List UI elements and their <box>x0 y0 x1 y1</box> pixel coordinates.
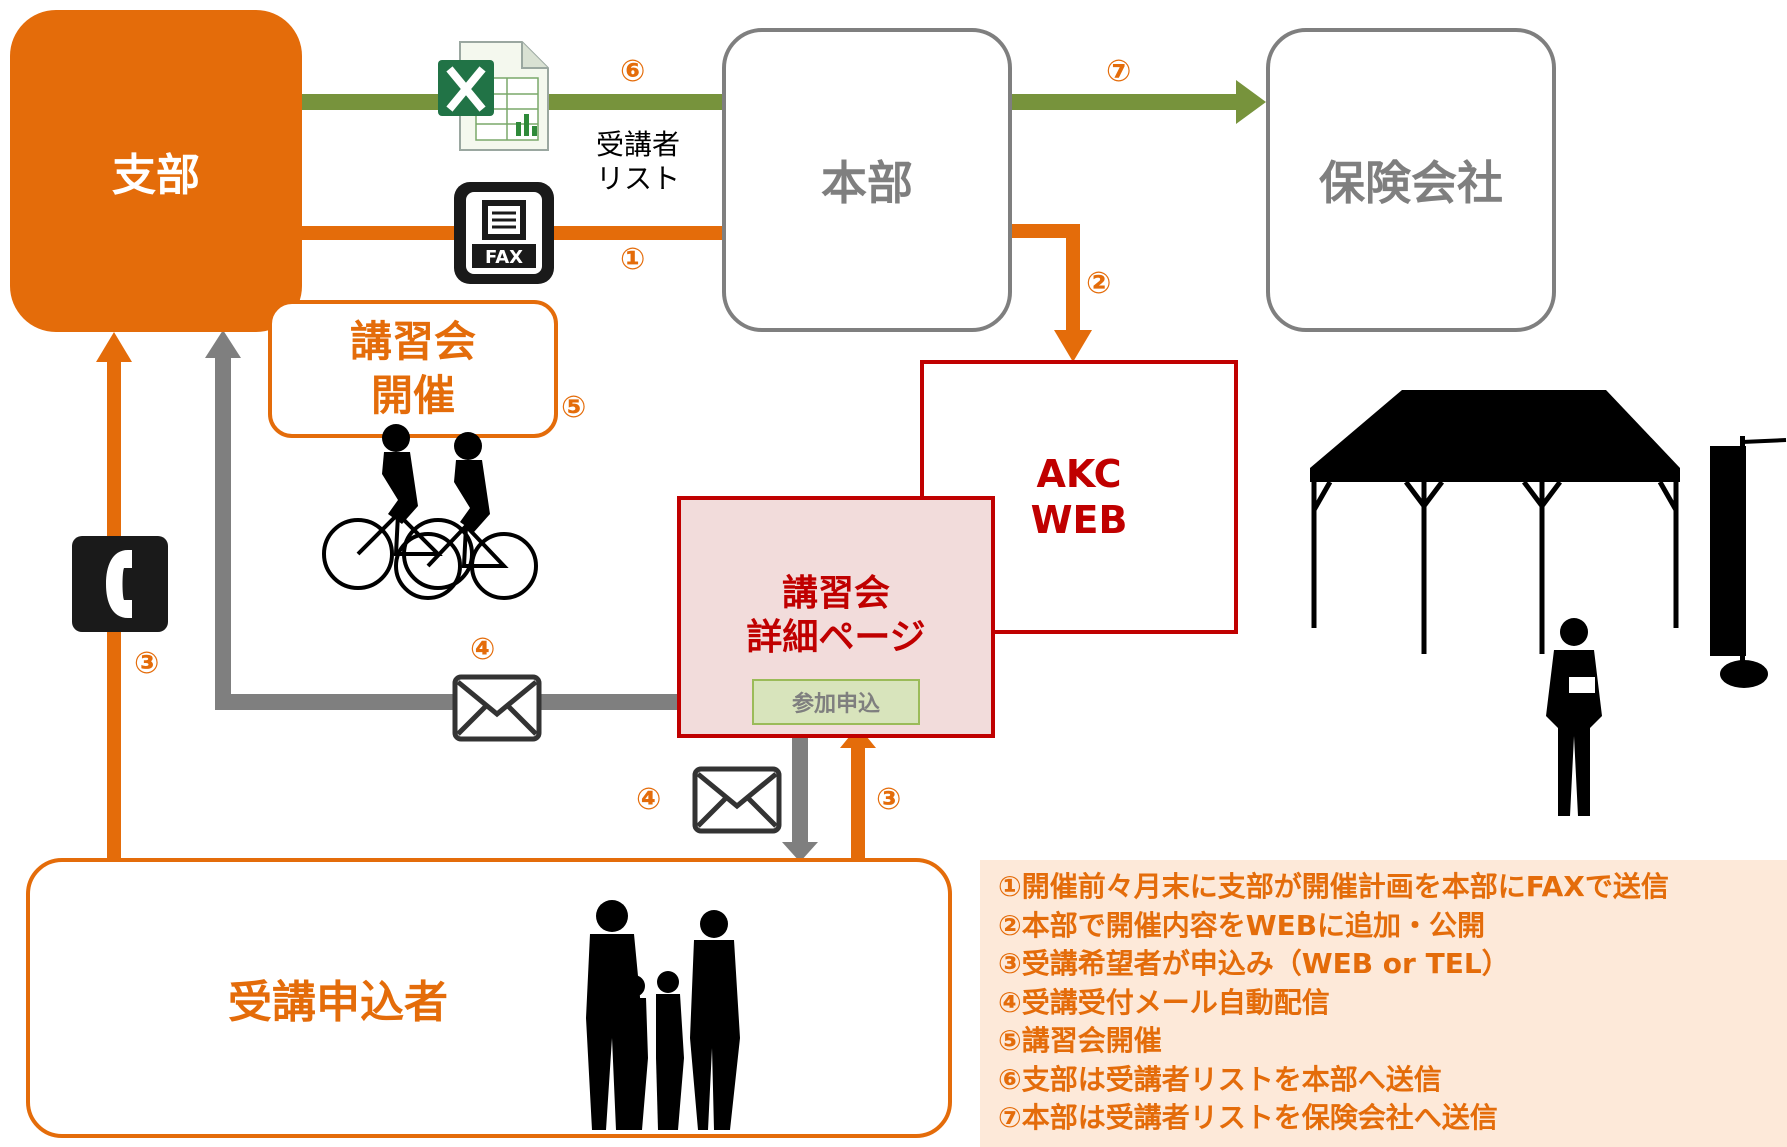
arrow-3-phone-head <box>96 332 132 362</box>
akc-web-line-1: AKC <box>1036 452 1122 496</box>
cyclists-silhouette <box>322 424 538 600</box>
arrow-2-head <box>1054 330 1092 362</box>
staff-silhouette <box>1546 618 1602 816</box>
step-3-web-marker: ③ <box>876 782 902 817</box>
step-1-marker: ① <box>620 242 646 277</box>
attendee-list-line-2: リスト <box>595 162 680 195</box>
apply-button[interactable]: 参加申込 <box>752 679 920 725</box>
applicant-label: 受講申込者 <box>228 977 448 1028</box>
arrow-4-branch-head <box>205 330 241 358</box>
fax-icon-text: FAX <box>485 247 523 268</box>
detail-page-line-1: 講習会 <box>781 573 890 614</box>
legend-step-1: ①開催前々月末に支部が開催計画を本部にFAXで送信 <box>998 870 1669 903</box>
arrow-3-web-line <box>851 746 865 860</box>
apply-button-label: 参加申込 <box>791 692 880 717</box>
arrow-7-line <box>1012 94 1238 110</box>
arrow-2-line-v <box>1066 224 1080 332</box>
legend-step-7: ⑦本部は受講者リストを保険会社へ送信 <box>998 1101 1498 1134</box>
branch-node: 支部 <box>10 10 302 332</box>
step-3-phone-marker: ③ <box>134 646 160 681</box>
step-2-marker: ② <box>1086 266 1112 301</box>
attendee-list-label: 受講者 リスト <box>588 128 688 196</box>
applicant-node: 受講申込者 <box>26 858 952 1138</box>
excel-icon <box>438 41 549 151</box>
fax-icon: FAX <box>454 182 554 284</box>
phone-icon <box>72 536 168 632</box>
headquarters-label: 本部 <box>821 156 913 210</box>
seminar-line-1: 講習会 <box>349 317 476 366</box>
insurer-node: 保険会社 <box>1266 28 1556 332</box>
detail-page-line-2: 詳細ページ <box>746 617 926 658</box>
insurer-label: 保険会社 <box>1319 156 1503 210</box>
step-6-marker: ⑥ <box>620 54 646 89</box>
step-5-marker: ⑤ <box>561 390 587 425</box>
seminar-held-node: 講習会開催 <box>268 300 558 438</box>
arrow-4-branch-v <box>215 356 231 710</box>
arrow-4-applicant-head <box>782 842 818 862</box>
step-4-applicant-marker: ④ <box>636 782 662 817</box>
step-4-branch-marker: ④ <box>470 632 496 667</box>
arrow-4-applicant-line <box>792 725 808 845</box>
seminar-line-2: 開催 <box>370 371 455 420</box>
steps-legend: ①開催前々月末に支部が開催計画を本部にFAXで送信 ②本部で開催内容をWEBに追… <box>980 860 1787 1147</box>
tent-silhouette <box>1310 390 1680 654</box>
arrow-7-head <box>1236 80 1266 124</box>
family-silhouette <box>586 900 740 1130</box>
mail-icon-branch <box>452 674 542 742</box>
banner-flag-silhouette <box>1710 436 1787 688</box>
step-7-marker: ⑦ <box>1106 54 1132 89</box>
headquarters-node: 本部 <box>722 28 1012 332</box>
branch-label: 支部 <box>112 150 200 201</box>
legend-step-5: ⑤講習会開催 <box>998 1024 1162 1057</box>
attendee-list-line-1: 受講者 <box>595 128 680 161</box>
legend-step-3: ③受講希望者が申込み（WEB or TEL） <box>998 947 1510 980</box>
arrow-2-line-h <box>1012 224 1080 238</box>
legend-step-2: ②本部で開催内容をWEBに追加・公開 <box>998 908 1486 942</box>
legend-step-6: ⑥支部は受講者リストを本部へ送信 <box>998 1062 1442 1096</box>
legend-step-4: ④受講受付メール自動配信 <box>998 985 1330 1019</box>
akc-web-line-2: WEB <box>1030 498 1128 542</box>
mail-icon-applicant <box>692 766 782 834</box>
